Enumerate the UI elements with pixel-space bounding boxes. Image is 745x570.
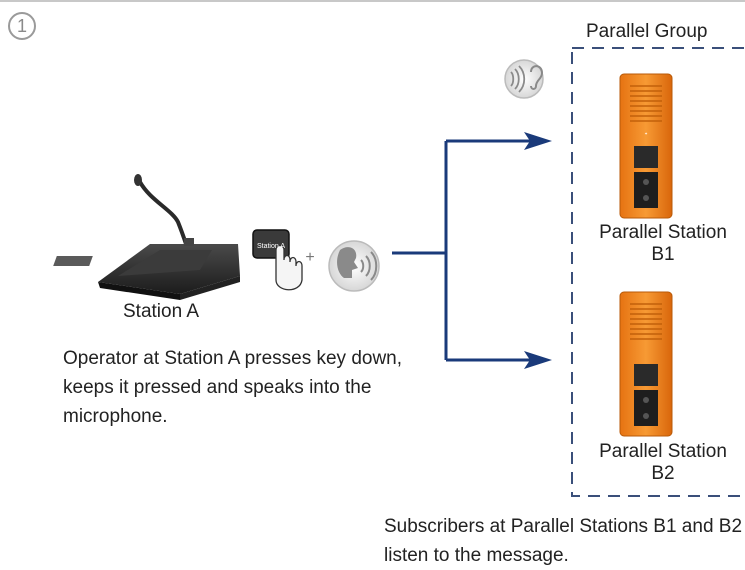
arrow-head-b2 (524, 351, 552, 369)
ear-listen-icon (504, 59, 544, 99)
station-b2-label-line1: Parallel Station (599, 441, 727, 462)
operator-description: Operator at Station A presses key down, … (63, 348, 403, 427)
parallel-group-title: Parallel Group (586, 21, 708, 42)
station-b1-unit: ✦ (619, 73, 673, 219)
station-a-desk-unit (53, 174, 240, 300)
station-a-label: Station A (123, 301, 200, 322)
svg-text:✦: ✦ (644, 131, 648, 136)
parallel-group-border (571, 47, 745, 497)
station-b1-label-line1: Parallel Station (599, 222, 727, 243)
station-b1-label-line2: B1 (651, 244, 675, 265)
station-b2-label-line2: B2 (651, 463, 675, 484)
top-divider (0, 0, 745, 2)
station-a-key-with-hand (252, 229, 303, 291)
signal-arrows (392, 139, 530, 362)
arrow-head-b1 (524, 132, 552, 150)
plus-sign: + (305, 249, 314, 266)
speaking-head-icon (328, 240, 380, 292)
station-b1-label: Parallel Station B1 (581, 222, 745, 266)
station-b2-label: Parallel Station B2 (581, 441, 745, 485)
station-b2-unit (619, 291, 673, 437)
station-a-key-label: Station A (257, 243, 285, 250)
subscribers-description: Subscribers at Parallel Stations B1 and … (384, 516, 743, 566)
step-number-badge: 1 (8, 12, 36, 40)
